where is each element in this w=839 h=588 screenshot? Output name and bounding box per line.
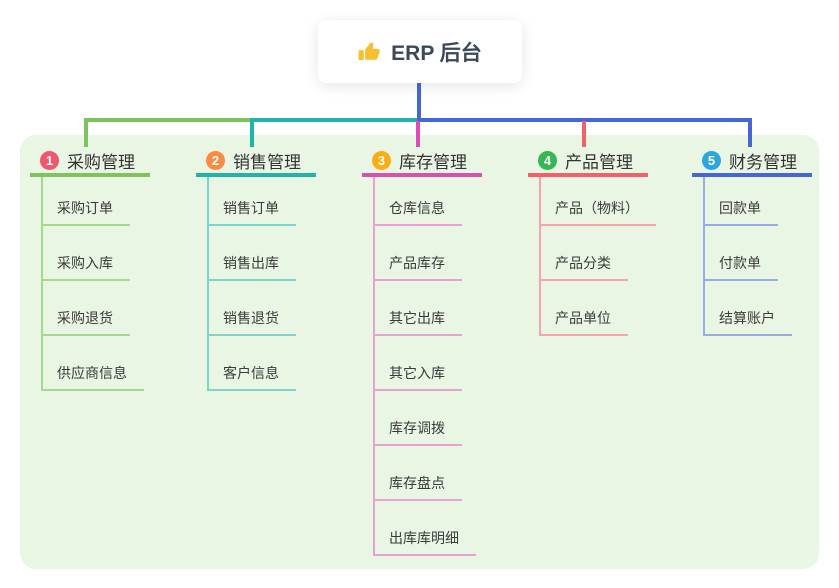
child-node[interactable]: 产品分类: [541, 226, 628, 281]
child-node[interactable]: 产品单位: [541, 281, 628, 336]
branch: 2 销售管理 销售订单销售出库销售退货客户信息: [196, 147, 316, 391]
branch-number-badge: 4: [538, 150, 557, 170]
child-node[interactable]: 其它入库: [375, 336, 462, 391]
child-node[interactable]: 供应商信息: [43, 336, 144, 391]
child-node-label: 出库库明细: [389, 530, 459, 546]
child-node[interactable]: 库存盘点: [375, 446, 462, 501]
branch-children: 回款单付款单结算账户: [703, 177, 792, 336]
branch-header[interactable]: 4 产品管理: [528, 147, 648, 177]
connector-drop: [416, 121, 420, 147]
child-node-label: 其它出库: [389, 310, 445, 326]
child-node-label: 产品库存: [389, 255, 445, 271]
child-node-label: 库存调拨: [389, 420, 445, 436]
child-node-label: 销售出库: [223, 255, 279, 271]
branch: 3 库存管理 仓库信息产品库存其它出库其它入库库存调拨库存盘点出库库明细: [362, 147, 482, 556]
connector-drop: [250, 121, 254, 147]
child-node-label: 采购退货: [57, 310, 113, 326]
connector-horizontal-mid: [250, 118, 420, 122]
child-node[interactable]: 付款单: [705, 226, 778, 281]
thumbs-up-icon: [358, 40, 381, 63]
branch-title: 销售管理: [233, 152, 301, 172]
child-node-label: 其它入库: [389, 365, 445, 381]
child-node-label: 产品（物料）: [555, 200, 639, 216]
child-node[interactable]: 销售出库: [209, 226, 296, 281]
branch-title: 采购管理: [67, 152, 135, 172]
child-node-label: 回款单: [719, 200, 761, 216]
child-node[interactable]: 出库库明细: [375, 501, 476, 556]
child-node-label: 客户信息: [223, 365, 279, 381]
branch-title: 财务管理: [729, 152, 797, 172]
connector-drop: [582, 121, 586, 147]
branches-panel: [20, 135, 819, 569]
child-node[interactable]: 产品库存: [375, 226, 462, 281]
child-node[interactable]: 结算账户: [705, 281, 792, 336]
child-node[interactable]: 销售退货: [209, 281, 296, 336]
child-node-label: 付款单: [719, 255, 761, 271]
child-node[interactable]: 仓库信息: [375, 177, 462, 226]
branch: 4 产品管理 产品（物料） 产品分类产品单位: [528, 147, 656, 336]
child-node-label: 销售订单: [223, 200, 279, 216]
branch-children: 采购订单采购入库采购退货供应商信息: [41, 177, 144, 391]
connector-drop: [84, 121, 88, 147]
child-node-label: 产品单位: [555, 310, 611, 326]
branch: 5 财务管理 回款单付款单结算账户: [692, 147, 812, 336]
branch: 1 采购管理 采购订单采购入库采购退货供应商信息: [30, 147, 150, 391]
connector-horizontal-left: [84, 118, 254, 122]
connector-horizontal-right: [417, 118, 752, 122]
child-node-label: 仓库信息: [389, 200, 445, 216]
child-node[interactable]: 其它出库: [375, 281, 462, 336]
branch-number-badge: 1: [40, 150, 59, 170]
branch-number-badge: 2: [206, 150, 225, 170]
branch-title: 产品管理: [565, 152, 633, 172]
branch-children: 产品（物料） 产品分类产品单位: [539, 177, 656, 336]
child-node[interactable]: 回款单: [705, 177, 778, 226]
branch-header[interactable]: 2 销售管理: [196, 147, 316, 177]
child-node[interactable]: 销售订单: [209, 177, 296, 226]
child-node[interactable]: 采购退货: [43, 281, 130, 336]
root-node-label: ERP 后台: [391, 41, 482, 65]
child-node[interactable]: 产品（物料）: [541, 177, 656, 226]
child-node-label: 结算账户: [719, 310, 775, 326]
child-node-label: 销售退货: [223, 310, 279, 326]
branch-children: 仓库信息产品库存其它出库其它入库库存调拨库存盘点出库库明细: [373, 177, 476, 556]
child-node[interactable]: 采购入库: [43, 226, 130, 281]
branch-number-badge: 5: [702, 150, 721, 170]
branch-header[interactable]: 5 财务管理: [692, 147, 812, 177]
branch-title: 库存管理: [399, 152, 467, 172]
connector-root-vertical: [417, 83, 421, 122]
child-node-label: 采购入库: [57, 255, 113, 271]
child-node[interactable]: 库存调拨: [375, 391, 462, 446]
branch-header[interactable]: 1 采购管理: [30, 147, 150, 177]
child-node-label: 库存盘点: [389, 475, 445, 491]
branch-children: 销售订单销售出库销售退货客户信息: [207, 177, 296, 391]
child-node-label: 供应商信息: [57, 365, 127, 381]
branch-header[interactable]: 3 库存管理: [362, 147, 482, 177]
branch-number-badge: 3: [372, 150, 391, 170]
root-node[interactable]: ERP 后台: [318, 20, 522, 83]
child-node-label: 采购订单: [57, 200, 113, 216]
child-node-label: 产品分类: [555, 255, 611, 271]
child-node[interactable]: 客户信息: [209, 336, 296, 391]
connector-drop: [748, 121, 752, 147]
child-node[interactable]: 采购订单: [43, 177, 130, 226]
